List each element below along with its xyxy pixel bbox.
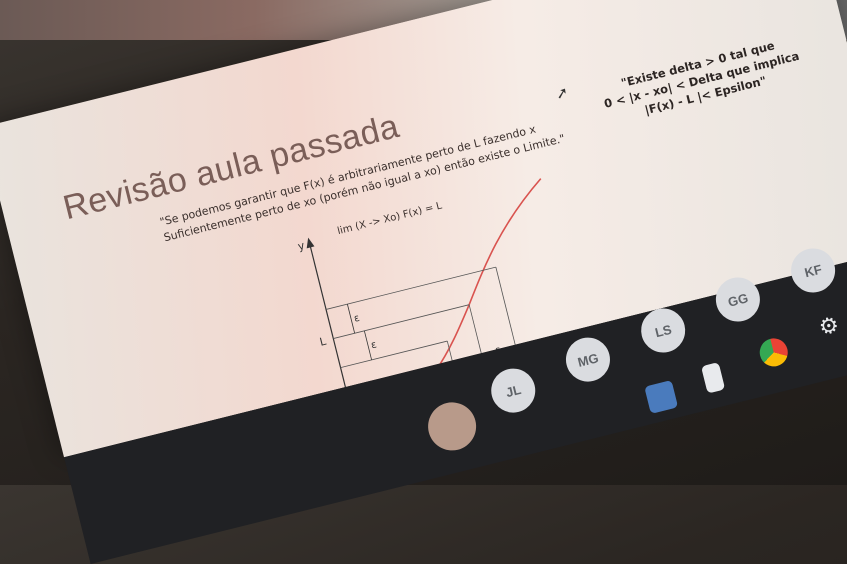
participant-initials: GG (726, 289, 750, 310)
settings-gear-icon[interactable]: ⚙ (816, 312, 842, 342)
upper-epsilon-line (325, 266, 496, 310)
epsilon-label-1: ε (353, 313, 361, 325)
participant-initials: JL (504, 381, 523, 400)
participant-initials: KF (802, 261, 824, 280)
participant-initials: LS (653, 321, 674, 340)
lower-epsilon-line (340, 340, 448, 369)
chrome-icon[interactable] (756, 335, 791, 370)
avatar-photo[interactable] (423, 397, 482, 456)
y-axis-arrow (306, 237, 315, 249)
participant-chip-ls[interactable]: LS (636, 303, 690, 358)
epsilon-arrow-1 (347, 304, 356, 334)
document-icon[interactable] (700, 362, 726, 394)
epsilon-label-2: ε (370, 339, 378, 351)
y-axis-label: y (297, 239, 307, 253)
epsilon-delta-definition: "Existe delta > 0 tal que 0 < |x - xo| <… (589, 30, 814, 130)
l-line (333, 304, 470, 339)
l-label: L (318, 334, 328, 348)
cursor-icon: ➚ (553, 82, 571, 104)
participant-chip-mg[interactable]: MG (561, 332, 615, 387)
participant-chip-jl[interactable]: JL (486, 363, 540, 418)
window-icon[interactable] (644, 379, 679, 414)
epsilon-arrow-2 (363, 330, 373, 361)
participant-initials: MG (575, 349, 600, 370)
